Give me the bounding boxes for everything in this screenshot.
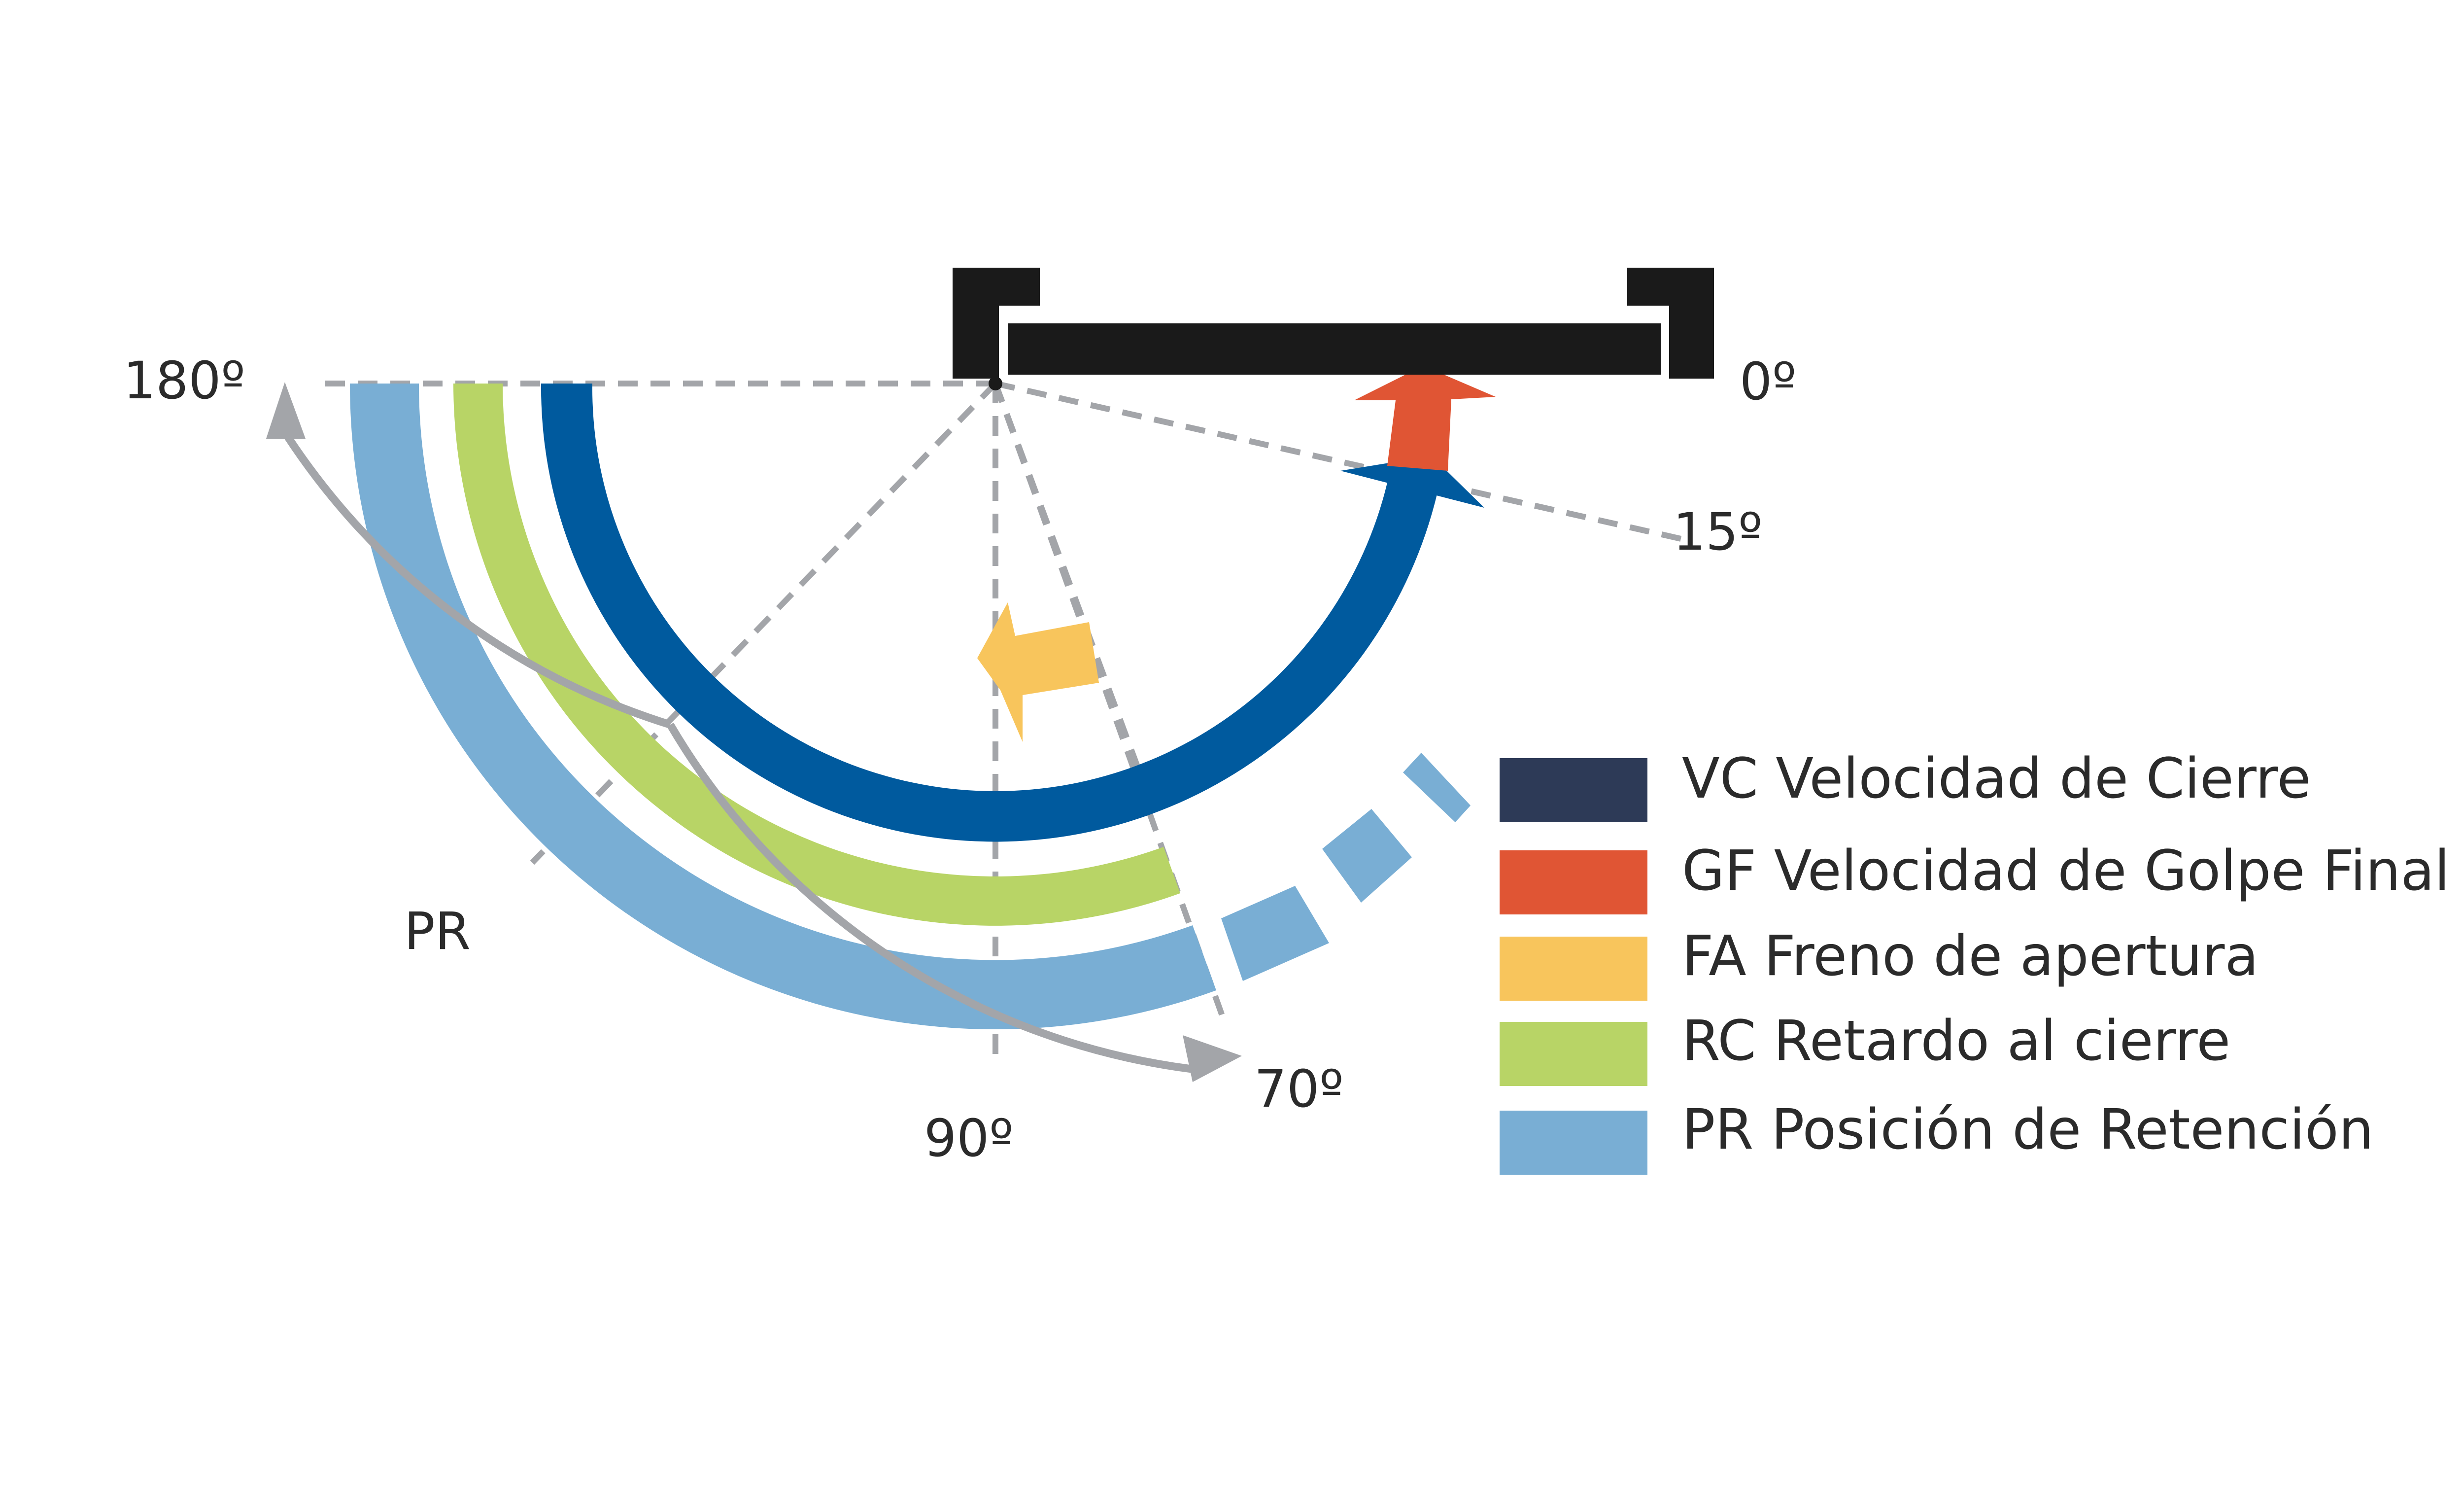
legend-label-vc: VC Velocidad de Cierre (1682, 747, 2311, 811)
pr-dash-3 (1403, 753, 1471, 822)
pr-dash-1 (1221, 886, 1329, 981)
door-frame-left (953, 268, 1040, 379)
pr-dash-2 (1322, 809, 1412, 903)
legend-swatch-gf (1500, 850, 1647, 914)
door-frame-right (1627, 268, 1714, 379)
legend-label-pr: PR Posición de Retención (1682, 1098, 2374, 1162)
legend: VC Velocidad de Cierre GF Velocidad de G… (1500, 747, 2450, 1175)
fa-arrow (977, 602, 1099, 742)
legend-label-gf: GF Velocidad de Golpe Final (1682, 839, 2450, 903)
pr-range-arrow-upper (282, 431, 672, 729)
pr-range-arrow (667, 722, 1198, 1074)
angle-guides (325, 381, 1686, 1055)
door-leaf (1008, 323, 1661, 375)
guide-135 (530, 381, 998, 865)
guide-15 (994, 381, 1686, 543)
gf-arrow (1354, 366, 1496, 471)
legend-swatch-pr (1500, 1111, 1647, 1175)
door (953, 268, 1714, 390)
pr-range-label: PR (404, 901, 471, 961)
angle-label-180: 180º (123, 350, 245, 411)
range-arrow-head-bottom (1183, 1035, 1242, 1082)
legend-swatch-fa (1500, 937, 1647, 1001)
pr-hold-arc (350, 384, 1216, 1029)
vc-arrow-head (1340, 456, 1484, 508)
hinge-pivot (989, 377, 1002, 390)
range-arrow-head-top (266, 382, 306, 439)
pr-dashes (1221, 753, 1471, 981)
legend-label-fa: FA Freno de apertura (1682, 924, 2259, 988)
guide-fa-end (992, 382, 1141, 770)
angle-label-90: 90º (924, 1108, 1013, 1168)
legend-swatch-vc (1500, 758, 1647, 822)
rc-delay-arc (453, 384, 1180, 926)
legend-label-rc: RC Retardo al cierre (1682, 1009, 2230, 1073)
angle-label-0: 0º (1740, 351, 1796, 412)
angle-label-15: 15º (1673, 502, 1762, 562)
vc-closing-arc (541, 384, 1439, 842)
legend-swatch-rc (1500, 1022, 1647, 1086)
angle-label-70: 70º (1254, 1059, 1343, 1119)
